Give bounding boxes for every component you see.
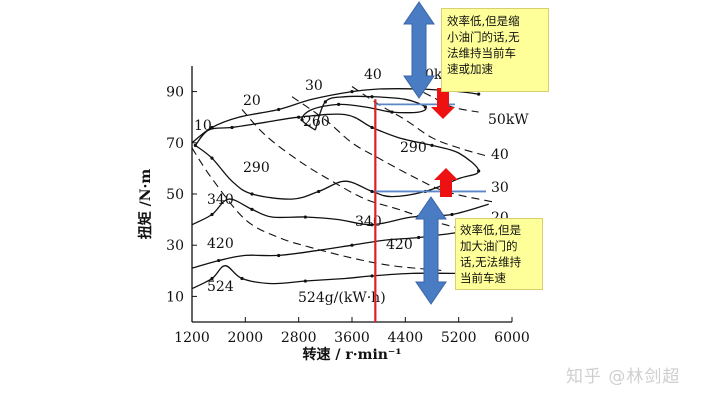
power-label-10: 10 [194,118,212,134]
contour-point [250,192,254,196]
contour-point [423,105,427,109]
contour-point [277,107,281,112]
contour-point [240,276,244,281]
x-tick-label: 2800 [281,330,317,346]
power-label-20: 20 [243,93,261,109]
contour-point [300,118,304,122]
fuel-label-340-inner: 340 [355,214,382,230]
contour-point [210,156,214,160]
contour-point [370,274,374,278]
contour-point [323,100,327,104]
y-tick-label: 90 [166,85,184,101]
contour-point [370,223,374,227]
contour-point [297,115,301,119]
blue-arrow-bottom [415,196,447,305]
contour-point [350,243,354,247]
contour-point [250,207,254,211]
fuel-label-340: 340 [207,192,234,208]
contour-point [210,125,214,130]
x-tick-label: 3600 [334,330,370,346]
contour-point [230,125,234,130]
power-label-right-50kW: 50kW [488,112,529,128]
contour-point [477,92,481,96]
fuel-label-290-inner: 290 [400,140,427,156]
red-arrow-up [434,168,458,197]
note-top: 效率低,但是缩 小油门的话,无 法维持当前车 速或加速 [441,8,549,92]
contour-point [370,189,374,194]
contour-point [217,258,221,263]
fuel-label-420: 420 [207,236,234,252]
contour-point [477,169,481,173]
contour-point [350,90,354,94]
contour-point [277,253,281,258]
contour-point [303,279,307,283]
contour-point [370,95,374,99]
contour-point [370,125,374,130]
x-tick-label: 2000 [228,330,264,346]
fuel-contour-420 [191,226,493,269]
power-label-right-30: 30 [491,180,509,196]
fuel-unit-label: 524g/(kW·h) [298,290,386,306]
contour-point [210,212,214,217]
contour-point [430,143,434,147]
contour-point [303,215,307,219]
x-tick-label: 1200 [174,330,210,346]
y-tick-label: 10 [166,289,184,305]
y-tick-label: 70 [166,136,184,152]
y-tick-label: 50 [166,187,184,203]
fuel-contour-340 [191,198,489,226]
contour-point [450,212,454,217]
fuel-label-290: 290 [243,160,270,176]
blue-arrow-top [403,1,435,99]
fuel-label-524: 524 [207,279,234,295]
contour-point [417,235,421,240]
contour-point [210,276,214,281]
fuel-label-260: 260 [303,114,330,130]
power-label-40-top: 40 [364,67,382,83]
power-label-30: 30 [305,78,323,94]
power-line-30 [291,96,493,203]
x-tick-label: 5200 [441,330,477,346]
x-axis-label: 转速 / r·min⁻¹ [303,346,402,363]
contour-point [317,189,321,194]
watermark: 知乎 @林剑超 [566,367,681,387]
power-label-right-40: 40 [491,147,509,163]
fuel-label-420-inner: 420 [386,237,413,253]
red-arrow-down [431,88,455,119]
fuel-contour-290 [194,113,480,200]
y-tick-label: 30 [166,238,184,254]
note-bottom: 效率低,但是 加大油门的 话,无法维持 当前车速 [455,218,543,290]
contour-point [337,102,341,106]
power-line-20 [241,109,493,236]
x-tick-label: 4400 [388,330,424,346]
y-axis-label: 扭矩 /N·m [137,169,154,240]
power-line-10 [191,147,446,272]
fuel-contour-260 [301,95,427,131]
fuel-contour-524 [191,265,499,290]
x-tick-label: 6000 [494,330,530,346]
contour-point [193,143,197,147]
